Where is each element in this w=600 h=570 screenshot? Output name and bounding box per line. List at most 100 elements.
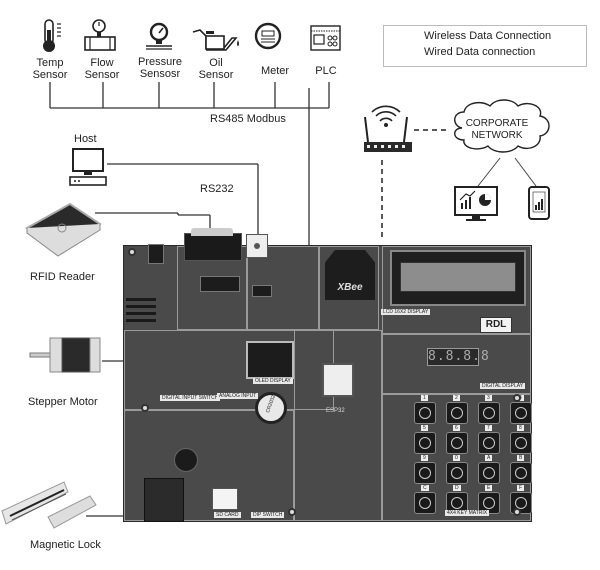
silk-digital-display: DIGITAL DISPLAY: [480, 383, 526, 389]
rs485-chip: [252, 285, 272, 297]
section-outputs: [124, 410, 294, 521]
silk-digital-input: DIGITAL INPUT SWITCH: [160, 395, 221, 401]
keypad-button[interactable]: [478, 432, 500, 454]
legend: Wireless Data Connection Wired Data conn…: [383, 25, 587, 67]
rs232-host-line: [107, 163, 259, 247]
host-label: Host: [74, 133, 97, 145]
rdl-logo: RDL: [480, 317, 512, 333]
rs232-label: RS232: [200, 183, 234, 195]
keypad-key-label: 6: [453, 425, 460, 431]
keypad-key-label: A: [485, 455, 493, 461]
stepper-label: Stepper Motor: [28, 396, 98, 408]
keypad-button[interactable]: [414, 462, 436, 484]
silk-sd: SD CARD: [214, 512, 241, 518]
rs485-label: RS485 Modbus: [210, 113, 286, 125]
esp32-label: ESP32: [326, 408, 345, 414]
flow-meter-icon: [84, 19, 116, 51]
legend-wired-label: Wired Data connection: [424, 46, 536, 58]
buzzer: [174, 448, 198, 472]
section-usb: [247, 246, 319, 330]
sd-card-slot: [212, 488, 238, 510]
rs485-bus: [49, 82, 330, 247]
rfid-reader-icon: [25, 202, 102, 257]
pressure-gauge-icon: [146, 22, 172, 50]
meter-icon: [254, 22, 282, 50]
sensor-label-plc: PLC: [315, 65, 337, 77]
section-keypad: [382, 394, 531, 521]
keypad-key-label: B: [517, 455, 525, 461]
keypad-key-label: E: [485, 485, 493, 491]
keypad-key-label: 0: [453, 455, 460, 461]
coin-cell-battery: CR2032: [255, 392, 287, 424]
plc-icon: [310, 25, 341, 51]
keypad-button[interactable]: [478, 402, 500, 424]
relay: [144, 478, 184, 522]
keypad-key-label: F: [517, 485, 525, 491]
oled-display: [246, 341, 294, 379]
keypad-button[interactable]: [414, 432, 436, 454]
keypad-button[interactable]: [446, 402, 468, 424]
magnetic-lock-icon: [1, 481, 97, 529]
keypad-key-label: D: [453, 485, 461, 491]
mount-hole: [141, 404, 149, 412]
silk-dip: DIP SWITCH: [251, 512, 285, 518]
keypad-key-label: 9: [421, 455, 428, 461]
seven-segment-display: 8.8.8.8: [427, 348, 490, 366]
keypad-button[interactable]: [414, 492, 436, 514]
esp32-module: [322, 363, 354, 397]
keypad-key-label: 7: [485, 425, 492, 431]
heatsink: [126, 296, 162, 324]
max232-chip: [200, 276, 240, 292]
keypad-key-label: 1: [421, 395, 428, 401]
db9-connector: [184, 228, 242, 261]
keypad-button[interactable]: [510, 432, 532, 454]
maglock-label: Magnetic Lock: [30, 539, 101, 551]
dc-jack: [148, 244, 164, 264]
silk-oled: OLED DISPLAY: [253, 378, 293, 384]
sensor-label-meter: Meter: [260, 65, 290, 77]
host-computer-icon: [69, 148, 107, 186]
keypad-button[interactable]: [414, 402, 436, 424]
wifi-router-icon: [364, 105, 412, 152]
mount-hole: [513, 394, 521, 402]
section-rs485: [319, 246, 379, 330]
corporate-network-cloud: [454, 99, 550, 153]
mount-hole: [128, 248, 136, 256]
keypad-key-label: C: [421, 485, 429, 491]
keypad-key-label: 5: [421, 425, 428, 431]
mobile-phone-icon: [528, 186, 550, 220]
keypad-button[interactable]: [510, 462, 532, 484]
xbee-module: XBee: [325, 250, 375, 300]
legend-wireless-label: Wireless Data Connection: [424, 30, 552, 42]
keypad-button[interactable]: [446, 462, 468, 484]
keypad-key-label: 3: [485, 395, 492, 401]
stepper-motor-icon: [29, 337, 101, 373]
oil-can-icon: [192, 29, 239, 51]
section-esp32: [294, 330, 382, 521]
section-lcd: [382, 246, 531, 334]
silk-keypad: 4X4 KEY MATRIX: [445, 510, 490, 516]
rfid-label: RFID Reader: [30, 271, 95, 283]
mount-hole: [288, 508, 296, 516]
keypad-key-label: 8: [517, 425, 524, 431]
silk-analog: ANALOG INPUT: [217, 393, 259, 399]
cloud-device-links: [477, 157, 537, 187]
keypad-button[interactable]: [478, 462, 500, 484]
lcd-16x2: [390, 250, 526, 306]
keypad-button[interactable]: [510, 402, 532, 424]
keypad-key-label: 2: [453, 395, 460, 401]
keypad-button[interactable]: [446, 432, 468, 454]
usb-connector: [246, 234, 268, 258]
silk-lcd: LCD 16X2 DISPLAY: [381, 309, 431, 315]
dashboard-monitor-icon: [454, 186, 498, 221]
section-7seg: [382, 334, 531, 394]
wireless-links: [381, 129, 450, 240]
mount-hole: [513, 508, 521, 516]
thermometer-icon: [43, 19, 61, 52]
